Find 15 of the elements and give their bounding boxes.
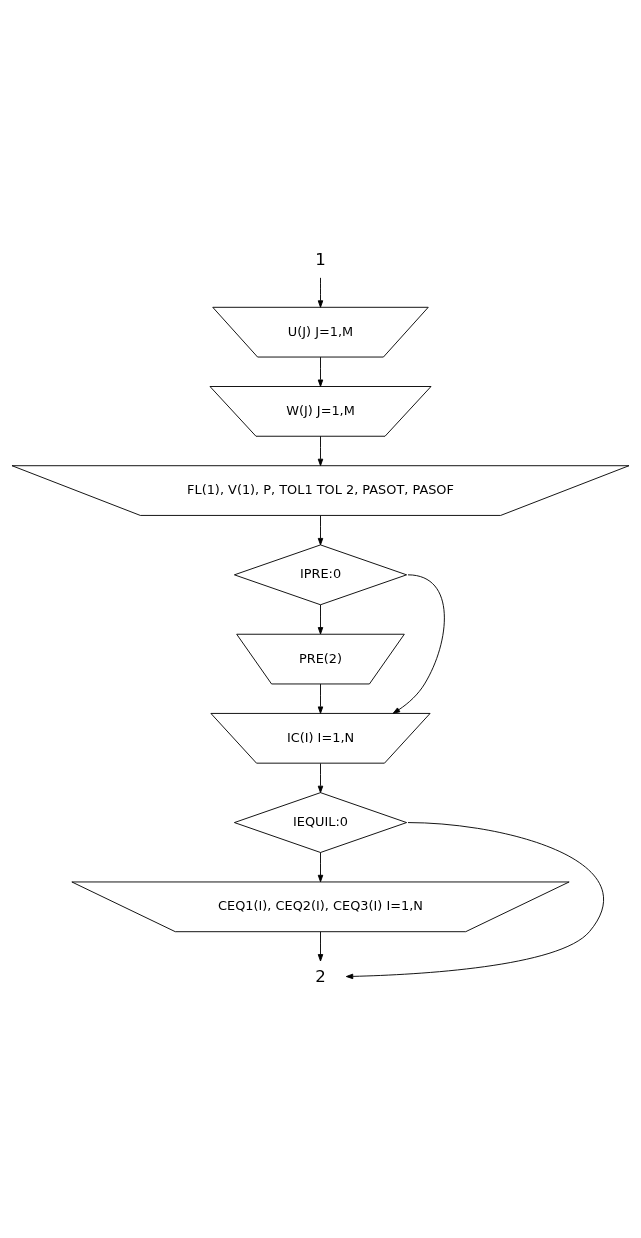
arrow bbox=[317, 356, 324, 387]
arrow bbox=[392, 573, 445, 714]
node-text: 2 bbox=[315, 966, 326, 986]
arrow bbox=[317, 762, 324, 793]
arrow bbox=[317, 930, 324, 961]
arrow bbox=[317, 435, 324, 466]
arrow bbox=[317, 683, 324, 714]
node-diamond: IEQUIL:0 bbox=[233, 791, 408, 853]
arrow bbox=[345, 821, 605, 979]
arrow bbox=[317, 851, 324, 882]
node-diamond: IPRE:0 bbox=[233, 543, 408, 605]
arrow bbox=[317, 514, 324, 545]
node-text: 1 bbox=[315, 249, 326, 269]
arrow bbox=[317, 603, 324, 634]
arrow bbox=[317, 276, 324, 308]
